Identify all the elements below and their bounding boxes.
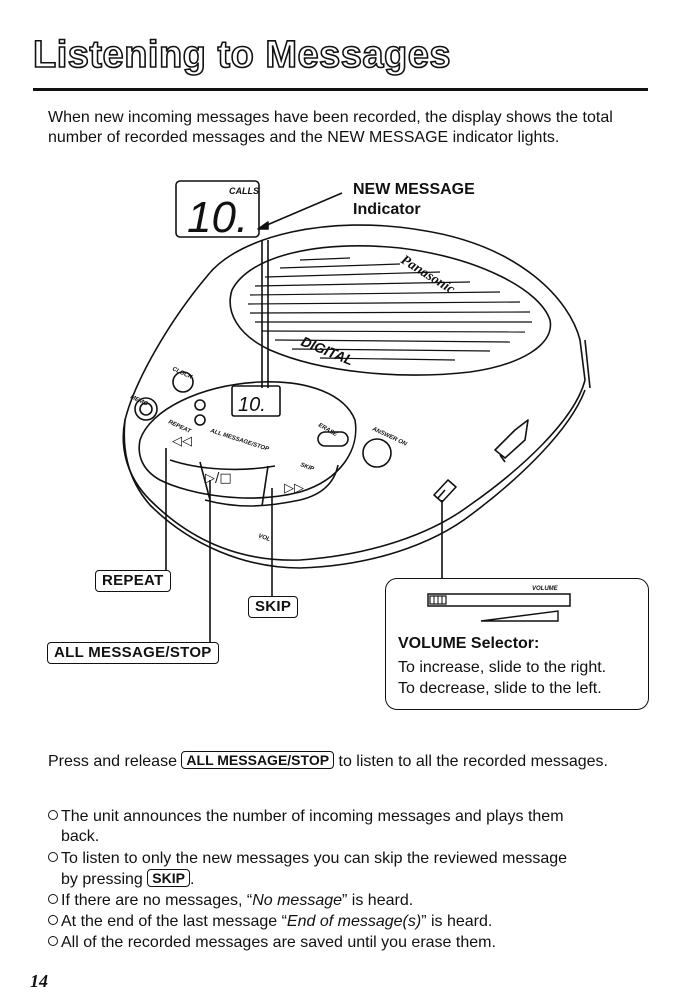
device-display — [231, 385, 281, 417]
volume-slider — [433, 479, 457, 503]
speaker-area — [229, 245, 552, 376]
control-panel — [138, 381, 357, 499]
svg-text:REPEAT: REPEAT — [167, 419, 192, 435]
device-brand: Panasonic — [398, 253, 458, 298]
inset-calls-label: CALLS — [229, 186, 259, 196]
bullet-dot — [48, 936, 58, 946]
bullet-announce: The unit announces the number of incomin… — [48, 807, 673, 847]
svg-text:ERASE: ERASE — [317, 423, 339, 439]
svg-text:◁◁: ◁◁ — [172, 434, 192, 449]
svg-text:CLOCK: CLOCK — [171, 366, 193, 381]
svg-text:SKIP: SKIP — [299, 462, 315, 473]
new-message-callout-title: NEW MESSAGE — [353, 181, 475, 198]
all-message-stop-inline-key: ALL MESSAGE/STOP — [181, 751, 335, 769]
device-digital-label: DIGITAL — [299, 333, 356, 368]
answer-on-button — [362, 438, 392, 468]
device-body — [122, 224, 586, 561]
svg-text:▷▷: ▷▷ — [284, 481, 304, 496]
svg-text:▷/□: ▷/□ — [205, 471, 232, 486]
volume-selector-title: VOLUME Selector: — [398, 635, 540, 652]
intro-paragraph: When new incoming messages have been rec… — [48, 109, 613, 146]
display-inset — [175, 180, 260, 238]
skip-inline-key: SKIP — [147, 869, 190, 887]
svg-text:10.: 10. — [238, 394, 266, 416]
title-rule — [33, 88, 648, 91]
bullet-end-of-message: At the end of the last message “End of m… — [48, 912, 673, 932]
all-message-stop-key-label: ALL MESSAGE/STOP — [47, 642, 219, 664]
svg-text:VOL: VOL — [257, 533, 271, 543]
clock-button — [172, 371, 194, 393]
bullet-dot — [48, 894, 58, 904]
new-message-pointer — [259, 192, 343, 229]
skip-key-label: SKIP — [248, 596, 299, 618]
bullet-saved: All of the recorded messages are saved u… — [48, 933, 673, 953]
repeat-key-label: REPEAT — [95, 570, 171, 592]
svg-text:MEMO: MEMO — [129, 394, 149, 407]
volume-selector-box: VOLUME VOLUME Selector: To increase, sli… — [385, 578, 649, 710]
page-title: Listening to Messages — [32, 33, 452, 77]
inset-display-value: 10. — [187, 193, 248, 242]
bullet-no-message: If there are no messages, “No message” i… — [48, 891, 673, 911]
new-message-callout-subtitle: Indicator — [353, 201, 421, 218]
svg-text:ANSWER ON: ANSWER ON — [370, 426, 408, 448]
volume-mini-label: VOLUME — [532, 586, 558, 592]
erase-button — [317, 431, 349, 447]
memo-button — [134, 397, 158, 421]
page-number: 14 — [30, 971, 48, 991]
volume-increase-text: To increase, slide to the right. — [398, 659, 607, 676]
press-instruction: Press and release ALL MESSAGE/STOP to li… — [48, 751, 608, 770]
svg-text:ALL MESSAGE/STOP: ALL MESSAGE/STOP — [208, 428, 270, 453]
volume-slider-diagram — [427, 593, 571, 622]
bullet-dot — [48, 852, 58, 862]
bullet-skip: To listen to only the new messages you c… — [48, 849, 673, 890]
volume-decrease-text: To decrease, slide to the left. — [398, 680, 602, 697]
bullet-dot — [48, 915, 58, 925]
bullet-dot — [48, 810, 58, 820]
